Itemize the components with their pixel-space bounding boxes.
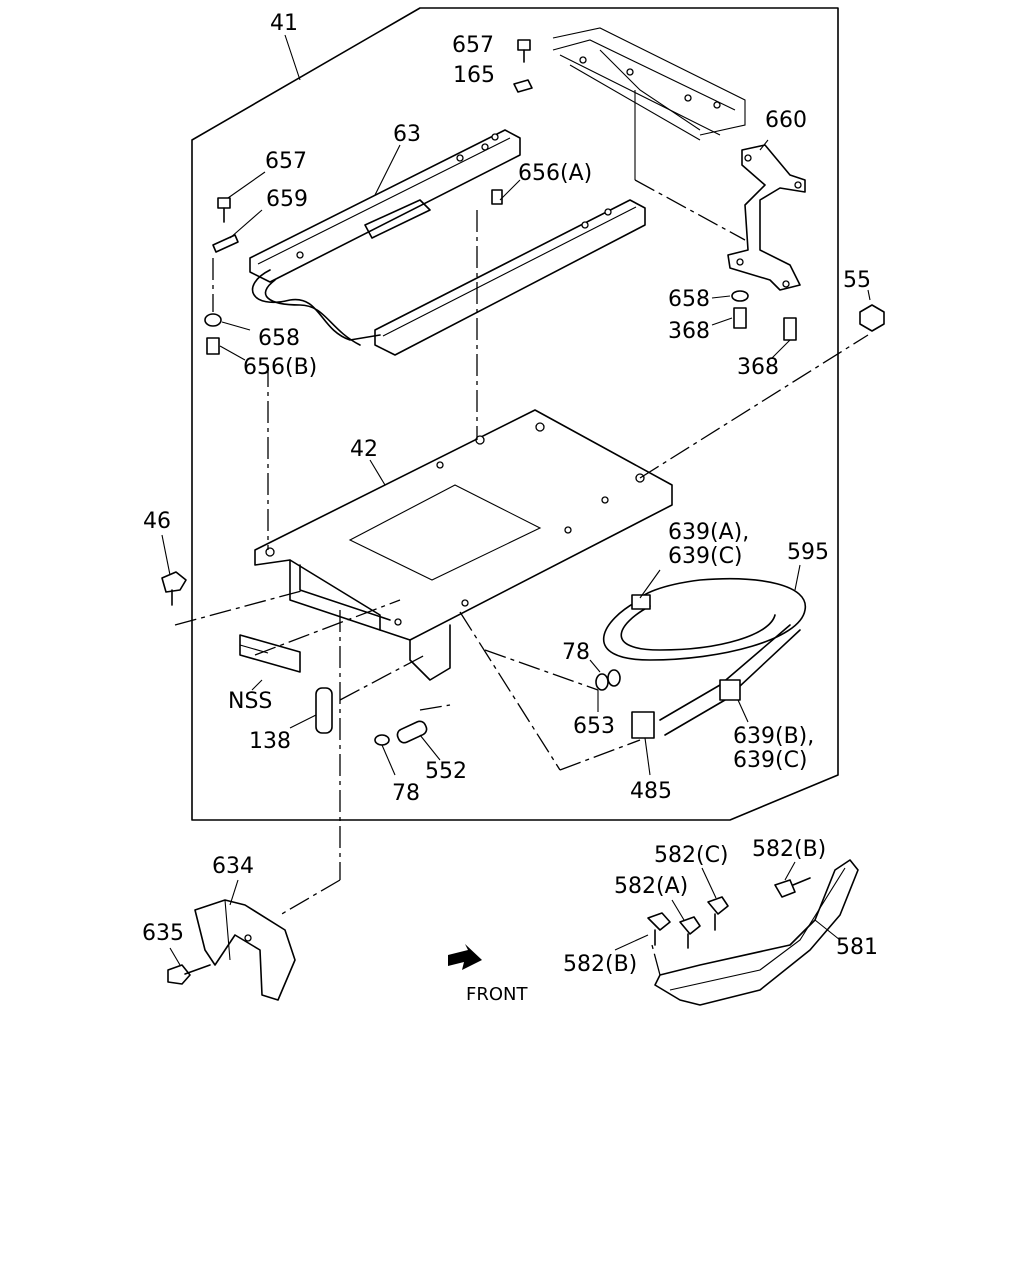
label-660: 660 <box>765 108 807 133</box>
small-parts <box>239 634 621 746</box>
label-639ac-line1: 639(A), <box>668 520 749 545</box>
vehicle-frame <box>552 27 746 241</box>
label-582b-top: 582(B) <box>752 837 826 862</box>
label-55: 55 <box>843 268 871 293</box>
label-635: 635 <box>142 921 184 946</box>
label-634: 634 <box>212 854 254 879</box>
label-639bc-line1: 639(B), <box>733 724 814 749</box>
label-138: 138 <box>249 729 291 754</box>
assembly-boundary <box>191 7 839 821</box>
part-labels: 41 657 165 63 657 659 656(A) 660 658 658… <box>142 11 878 1005</box>
front-label: FRONT <box>466 984 528 1005</box>
label-46: 46 <box>143 509 171 534</box>
label-656b: 656(B) <box>243 355 317 380</box>
label-639ac-line2: 639(C) <box>668 544 743 569</box>
label-63: 63 <box>393 122 421 147</box>
label-658-left: 658 <box>258 326 300 351</box>
label-485: 485 <box>630 779 672 804</box>
label-595: 595 <box>787 540 829 565</box>
label-657-top: 657 <box>452 33 494 58</box>
seat-rail-63 <box>249 129 646 356</box>
bracket-660 <box>727 144 806 291</box>
front-arrow <box>448 944 482 970</box>
label-659: 659 <box>266 187 308 212</box>
reference-lines <box>174 210 869 976</box>
label-582a: 582(A) <box>614 874 688 899</box>
label-78-left: 78 <box>392 781 420 806</box>
label-639bc-line2: 639(C) <box>733 748 808 773</box>
label-656a: 656(A) <box>518 161 592 186</box>
bracket-634 <box>167 899 296 1001</box>
leader-lines <box>161 139 871 966</box>
fasteners <box>161 39 885 606</box>
label-582c: 582(C) <box>654 843 729 868</box>
label-165: 165 <box>453 63 495 88</box>
label-581: 581 <box>836 935 878 960</box>
label-368-lower: 368 <box>737 355 779 380</box>
label-368-upper: 368 <box>668 319 710 344</box>
wire-harness-595 <box>602 577 806 739</box>
label-582b-bottom: 582(B) <box>563 952 637 977</box>
label-657-left: 657 <box>265 149 307 174</box>
base-plate-42 <box>254 409 673 681</box>
label-658-right: 658 <box>668 287 710 312</box>
label-78-right: 78 <box>562 640 590 665</box>
label-nss: NSS <box>228 689 272 714</box>
bracket-581 <box>647 859 859 1006</box>
label-552: 552 <box>425 759 467 784</box>
label-653: 653 <box>573 714 615 739</box>
label-42: 42 <box>350 437 378 462</box>
label-41: 41 <box>270 11 298 36</box>
